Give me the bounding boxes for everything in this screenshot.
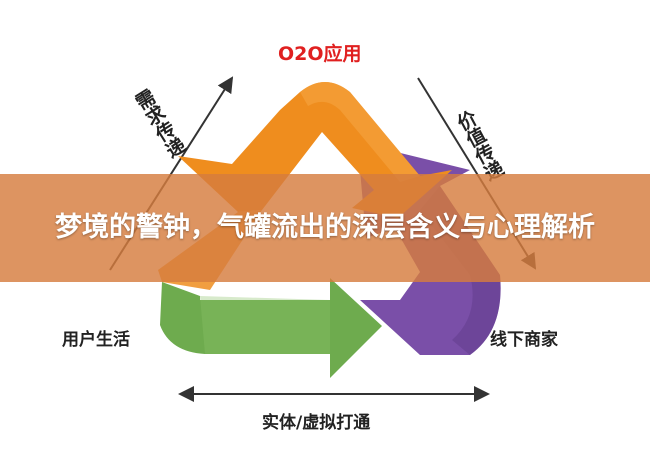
top-label-o2o: O2O应用	[278, 43, 362, 65]
banner-title: 梦境的警钟，气罐流出的深层含义与心理解析	[55, 212, 595, 243]
green-arrow	[160, 278, 382, 378]
left-node-label: 用户生活	[62, 330, 130, 350]
title-banner: 梦境的警钟，气罐流出的深层含义与心理解析	[0, 174, 650, 282]
right-node-label: 线下商家	[490, 330, 558, 350]
bottom-label: 实体/虚拟打通	[262, 413, 371, 433]
